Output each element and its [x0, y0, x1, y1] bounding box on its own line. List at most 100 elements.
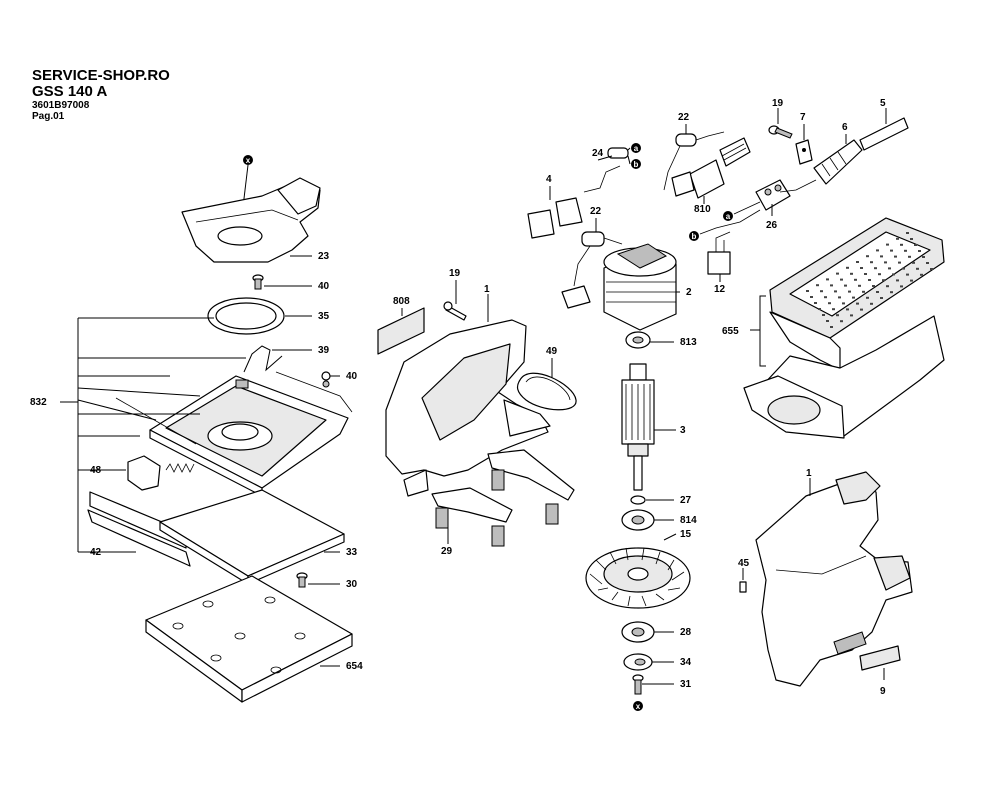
callout-28: 28 — [680, 627, 692, 638]
grid-dot — [882, 279, 885, 282]
header-block: SERVICE-SHOP.RO GSS 140 A 3601B97008 Pag… — [32, 68, 170, 122]
callout-49: 49 — [546, 346, 558, 357]
callout-19-b: 19 — [772, 98, 784, 109]
callout-40-b: 40 — [346, 371, 358, 382]
grid-dot — [876, 249, 879, 252]
bracket-832 — [60, 317, 246, 553]
part-30-screw — [296, 572, 308, 588]
grid-dot — [852, 296, 855, 299]
grid-dot — [836, 272, 839, 275]
part-19-screw-right — [768, 125, 793, 139]
callout-23: 23 — [318, 251, 330, 262]
callout-814: 814 — [680, 515, 697, 526]
grid-dot — [850, 272, 853, 275]
grid-dot — [926, 262, 929, 264]
callout-4: 4 — [546, 174, 552, 185]
grid-dot — [846, 266, 849, 269]
grid-dot — [892, 273, 895, 276]
bracket-655 — [750, 295, 766, 367]
part-12-capacitor — [707, 231, 731, 275]
grid-dot — [880, 255, 883, 258]
part-4-brushes — [527, 165, 621, 239]
part-42-clamp-bars — [87, 491, 191, 567]
part-27-ring — [630, 495, 646, 505]
part-22-capacitor-top — [663, 131, 725, 191]
spring — [165, 463, 195, 473]
grid-dot — [902, 267, 905, 270]
page-number: Pag.01 — [32, 111, 65, 122]
grid-dot — [904, 249, 907, 252]
part-7-cable-clamp — [795, 139, 813, 165]
grid-dot — [908, 255, 911, 258]
grid-dot — [860, 267, 863, 269]
grid-dot — [856, 261, 859, 263]
part-35-ring — [207, 297, 285, 335]
grid-dot — [842, 302, 845, 305]
grid-dot — [848, 290, 851, 293]
callout-7: 7 — [800, 112, 806, 123]
part-19-screw-left — [443, 301, 467, 321]
grid-dot — [832, 308, 835, 311]
grid-dot — [820, 290, 823, 293]
grid-dot — [830, 284, 833, 287]
part-39-clamp — [243, 345, 283, 373]
part-45-pin — [739, 581, 747, 593]
grid-dot — [858, 284, 861, 287]
part-29-feet — [431, 449, 575, 547]
marker-a-top: a — [631, 143, 641, 153]
grid-dot — [834, 290, 837, 293]
part-5-cable — [779, 117, 909, 193]
callout-26: 26 — [766, 220, 778, 231]
grid-dot — [896, 279, 899, 282]
part-9-label — [859, 645, 901, 671]
part-654-plate — [145, 575, 353, 703]
grid-dot — [870, 261, 873, 264]
callout-30: 30 — [346, 579, 358, 590]
grid-dot — [894, 255, 897, 258]
part-15-fan — [585, 547, 691, 609]
callout-6: 6 — [842, 122, 848, 133]
grid-dot — [836, 314, 839, 317]
part-23-dust-cover — [181, 177, 321, 263]
part-31-screw — [632, 674, 644, 695]
grid-dot — [814, 302, 817, 304]
part-1-housing-complete — [755, 471, 913, 687]
grid-dot — [844, 284, 847, 287]
grid-dot — [826, 320, 829, 322]
site-title: SERVICE-SHOP.RO — [32, 67, 170, 84]
marker-a-right: a — [723, 211, 733, 221]
callout-24: 24 — [592, 148, 604, 159]
part-814-bearing — [621, 509, 655, 531]
grid-dot — [862, 290, 865, 293]
grid-dot — [876, 291, 879, 293]
callout-42: 42 — [90, 547, 102, 558]
part-40-screw-side — [321, 371, 331, 388]
part-40-screw-top — [252, 274, 264, 290]
grid-dot — [922, 256, 925, 258]
part-28-bearing — [621, 621, 655, 643]
callout-5: 5 — [880, 98, 886, 109]
grid-dot — [912, 261, 915, 264]
callout-45: 45 — [738, 558, 750, 569]
callout-39: 39 — [318, 345, 330, 356]
callout-29: 29 — [441, 546, 453, 557]
callout-2: 2 — [686, 287, 692, 298]
grid-dot — [824, 296, 827, 299]
model-title: GSS 140 A — [32, 83, 108, 100]
grid-dot — [828, 302, 831, 305]
grid-dot — [906, 273, 909, 276]
callout-832: 832 — [30, 397, 47, 408]
callout-3: 3 — [680, 425, 686, 436]
grid-dot — [864, 273, 867, 275]
part-22-capacitor-lower — [573, 231, 623, 287]
grid-dot — [846, 308, 849, 311]
part-number: 3601B97008 — [32, 100, 90, 111]
grid-dot — [816, 284, 819, 287]
callout-22-a: 22 — [678, 112, 690, 123]
grid-dot — [872, 285, 875, 287]
grid-dot — [854, 278, 857, 281]
grid-dot — [838, 296, 841, 299]
part-3-armature — [621, 363, 655, 491]
grid-dot — [900, 285, 903, 288]
connector-plug — [561, 285, 591, 309]
